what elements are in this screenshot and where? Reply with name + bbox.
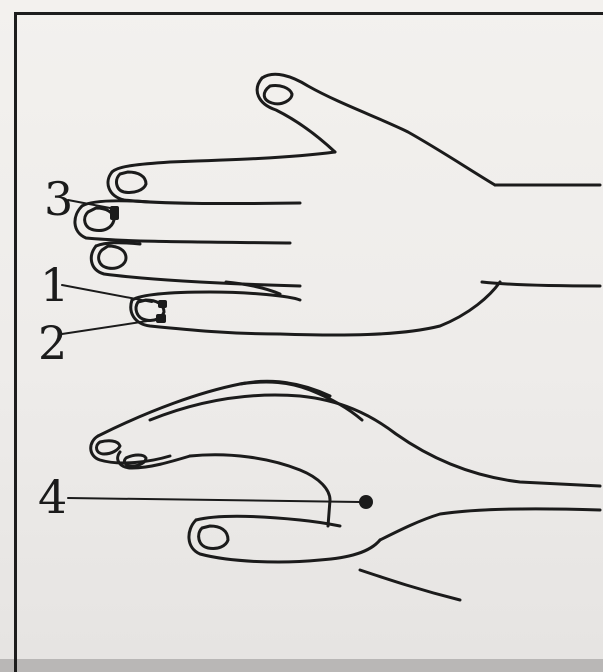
label-3: 3 bbox=[44, 176, 73, 222]
lower-hand-icon bbox=[91, 381, 600, 600]
label-2: 2 bbox=[38, 320, 67, 366]
upper-hand-icon bbox=[75, 74, 600, 335]
label-4: 4 bbox=[38, 474, 67, 520]
marker-2 bbox=[156, 314, 166, 323]
marker-1 bbox=[158, 300, 167, 308]
marker-3 bbox=[110, 206, 119, 220]
marker-4 bbox=[359, 495, 373, 509]
point-markers bbox=[110, 206, 373, 509]
label-1: 1 bbox=[40, 262, 69, 308]
